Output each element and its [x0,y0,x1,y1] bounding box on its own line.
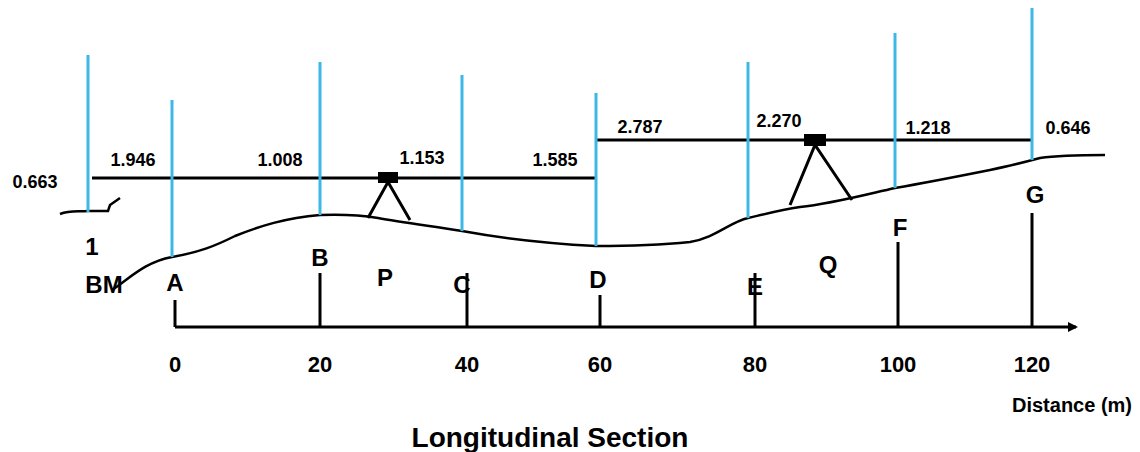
staff-reading: 2.787 [617,118,662,136]
point-label: D [589,268,606,292]
point-label: A [166,271,183,295]
distance-tick: 20 [308,354,332,376]
distance-tick: 0 [169,354,181,376]
point-label: G [1026,183,1045,207]
staff-reading: 0.663 [12,173,57,191]
chainage-axis [175,213,1076,327]
point-label: E [747,275,763,299]
ground-line [60,198,120,214]
staff-reading: 1.218 [905,119,950,137]
point-label: B [311,246,328,270]
point-label: 1 [85,235,98,259]
staff-reading: 2.270 [756,112,801,130]
point-label: C [453,273,470,297]
staff-reading: 1.946 [110,151,155,169]
level-instrument [368,172,410,220]
point-label: Q [819,253,838,277]
distance-tick: 80 [743,354,767,376]
diagram-title: Longitudinal Section [412,424,689,452]
staff-reading: 0.646 [1045,119,1090,137]
distance-tick: 100 [880,354,917,376]
levelling-staffs [88,8,1032,257]
distance-tick: 120 [1014,354,1051,376]
point-label: P [377,266,393,290]
point-label: BM [85,273,122,297]
distance-tick: 60 [588,354,612,376]
axis-title: Distance (m) [1012,395,1132,415]
level-instrument [790,134,852,205]
line-of-sight [92,177,596,180]
staff-reading: 1.008 [257,151,302,169]
staff-reading: 1.585 [532,151,577,169]
ground-line [112,155,1105,290]
staff-reading: 1.153 [399,149,444,167]
distance-tick: 40 [455,354,479,376]
point-label: F [893,216,908,240]
